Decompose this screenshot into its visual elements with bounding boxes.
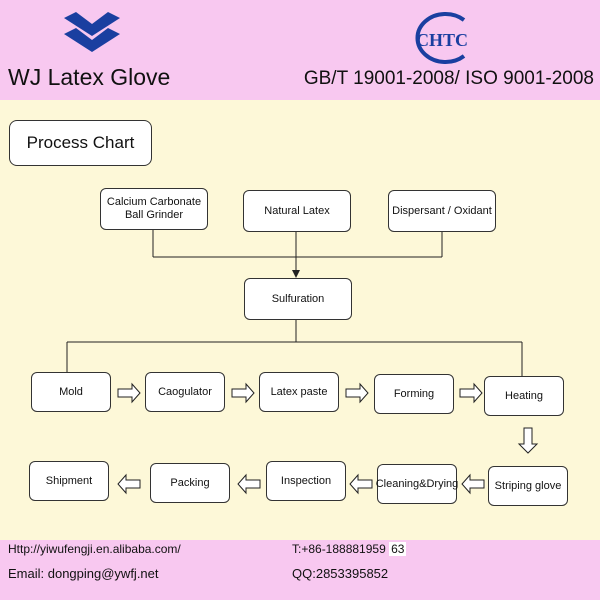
chtc-logo-icon: CHTC — [415, 12, 468, 64]
step-caogulator: Caogulator — [145, 372, 225, 412]
step-packing: Packing — [150, 463, 230, 503]
telephone-suffix: 63 — [389, 542, 407, 556]
step-inspection: Inspection — [266, 461, 346, 501]
arrow-heating-striping — [517, 427, 539, 454]
footer-bar — [0, 540, 600, 600]
step-mold: Mold — [31, 372, 111, 412]
arrow-packing-shipment — [117, 473, 141, 495]
arrow-cleaning-inspection — [349, 473, 373, 495]
brand-name: WJ Latex Glove — [8, 64, 171, 90]
arrow-inspection-packing — [237, 473, 261, 495]
step-latex-paste: Latex paste — [259, 372, 339, 412]
wj-logo-icon — [64, 12, 120, 52]
step-forming: Forming — [374, 374, 454, 414]
qq-number: QQ:2853395852 — [292, 566, 389, 581]
telephone-number: T:+86-188881959 — [292, 542, 386, 556]
arrow-caogulator-latex — [231, 382, 255, 404]
certification-text: GB/T 19001-2008/ ISO 9001-2008 — [303, 68, 594, 89]
material-dispersant-oxidant: Dispersant / Oxidant — [388, 190, 496, 232]
material-calcium-carbonate: Calcium Carbonate Ball Grinder — [100, 188, 208, 230]
arrow-latex-forming — [345, 382, 369, 404]
step-heating: Heating — [484, 376, 564, 416]
website-link[interactable]: Http://yiwufengji.en.alibaba.com/ — [8, 542, 181, 556]
email[interactable]: Email: dongping@ywfj.net — [8, 566, 159, 581]
step-cleaning-drying: Cleaning&Drying — [376, 464, 458, 504]
chart-title: Process Chart — [9, 120, 152, 166]
material-natural-latex: Natural Latex — [243, 190, 351, 232]
header-bar — [0, 0, 600, 100]
step-striping-glove: Striping glove — [488, 466, 568, 506]
step-shipment: Shipment — [29, 461, 109, 501]
arrow-forming-heating — [459, 382, 483, 404]
arrow-mold-caogulator — [117, 382, 141, 404]
telephone: T:+86-188881959 63 — [292, 542, 407, 556]
step-sulfuration: Sulfuration — [244, 278, 352, 320]
arrow-striping-cleaning — [461, 473, 485, 495]
chtc-logo-text: CHTC — [416, 30, 468, 50]
